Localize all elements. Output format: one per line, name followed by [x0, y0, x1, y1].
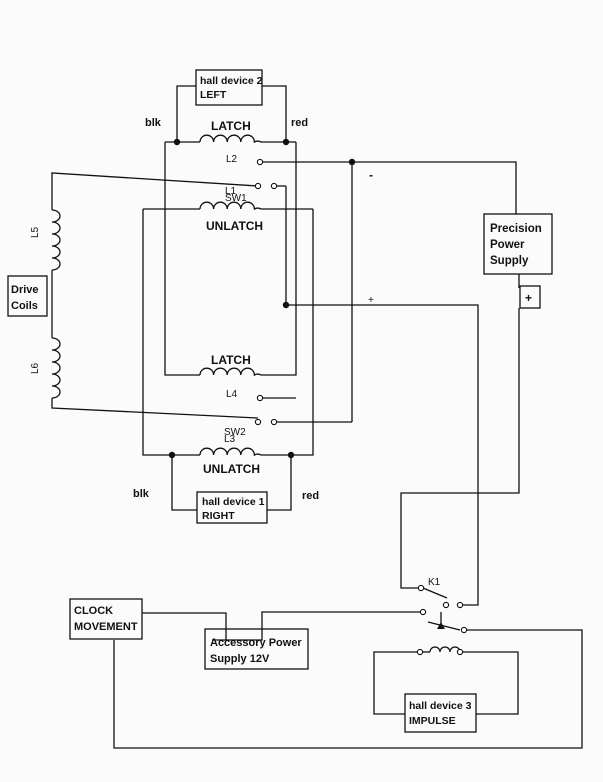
hall3-right-wire — [460, 651, 519, 715]
sw1-label: SW1 — [225, 193, 247, 204]
clock-feed-wire — [142, 612, 227, 640]
contact-l2 — [256, 158, 264, 166]
k1-coil — [429, 646, 461, 653]
hall1-label-1: hall device 1 — [202, 496, 265, 508]
hall-device-2-box — [195, 69, 263, 106]
latch-coil-top — [199, 134, 262, 144]
l3-label: L3 — [224, 434, 236, 445]
hall3-label-2: IMPULSE — [409, 715, 456, 727]
clock-return-wire — [113, 629, 583, 749]
psu-plus-label: + — [525, 291, 532, 305]
blk-bottom-label: blk — [133, 488, 150, 500]
junction-dot — [168, 451, 176, 459]
unlatch-loop-right — [261, 209, 314, 456]
psu-label-1: Precision — [490, 223, 542, 235]
unlatch-coil-bottom — [199, 447, 262, 457]
red-bottom-label: red — [302, 490, 319, 502]
clock-movement-box — [69, 598, 143, 640]
junction-dot — [282, 138, 290, 146]
minus-label: - — [369, 168, 373, 182]
psu-label-3: Supply — [490, 255, 529, 267]
contact-k1-coil-left — [416, 648, 424, 656]
contact-k1-right — [456, 601, 464, 609]
blk-top-label: blk — [145, 117, 162, 129]
acc-label-1: Accessory Power — [210, 637, 302, 649]
contact-k1-mid — [419, 608, 427, 616]
precision-power-supply-box — [483, 213, 553, 275]
latch-loop-right — [261, 142, 297, 376]
k1-arrow — [437, 622, 445, 629]
psu-plus-wire — [400, 308, 520, 589]
contact-k1-bottom — [460, 626, 468, 634]
latch-top-label: LATCH — [211, 119, 251, 133]
hall-device-3-box — [404, 693, 477, 733]
contact-k1-com — [442, 601, 450, 609]
unlatch-bottom-label: UNLATCH — [203, 462, 260, 476]
minus-supply-wire — [352, 161, 517, 214]
hall1-blk-wire — [171, 455, 197, 511]
latch-loop-left — [164, 142, 200, 376]
clock-label-1: CLOCK — [74, 605, 113, 617]
psu-label-2: Power — [490, 239, 525, 251]
hall-device-1-box — [196, 491, 268, 524]
l6-coil — [51, 337, 61, 399]
contact-k1-coil-right — [456, 648, 464, 656]
hall1-red-wire — [267, 455, 292, 511]
latch-bottom-label: LATCH — [211, 353, 251, 367]
junction-dot — [173, 138, 181, 146]
drive-coils-label-1: Drive — [11, 284, 39, 296]
junction-dot — [282, 301, 290, 309]
l4-label: L4 — [226, 389, 238, 400]
l5-label: L5 — [30, 226, 41, 238]
clock-label-2: MOVEMENT — [74, 621, 138, 633]
hall3-label-1: hall device 3 — [409, 700, 472, 712]
hall1-label-2: RIGHT — [202, 510, 235, 522]
acc-label-2: Supply 12V — [210, 653, 270, 665]
hall3-left-wire — [373, 651, 420, 715]
l5-coil — [51, 209, 61, 271]
contact-l4 — [256, 394, 264, 402]
unlatch-top-label: UNLATCH — [206, 219, 263, 233]
l1-label: L1 — [225, 186, 237, 197]
contact-l1 — [270, 182, 278, 190]
psu-plus-terminal — [519, 285, 541, 309]
unlatch-coil-top — [199, 201, 262, 211]
contact-k1-top — [417, 584, 425, 592]
hall2-label-2: LEFT — [200, 89, 227, 101]
acc-supply-wire — [212, 611, 423, 641]
l2-label: L2 — [226, 154, 238, 165]
drive-coils-box — [7, 275, 48, 317]
hall2-red-wire — [262, 85, 287, 142]
junction-dot — [348, 158, 356, 166]
sw2-label: SW2 — [224, 427, 246, 438]
red-top-label: red — [291, 117, 308, 129]
junction-dot — [287, 451, 295, 459]
plus-bus-wire — [286, 304, 479, 606]
contact-sw2 — [254, 418, 262, 426]
latch-coil-bottom — [199, 367, 262, 377]
contact-l3 — [270, 418, 278, 426]
sw2-wire — [51, 398, 259, 419]
drive-coils-label-2: Coils — [11, 300, 38, 312]
contact-sw1 — [254, 182, 262, 190]
sw1-wire — [51, 172, 259, 210]
k1-label: K1 — [428, 577, 441, 588]
plus-label: + — [368, 295, 374, 306]
hall2-blk-wire — [176, 85, 196, 142]
l6-label: L6 — [30, 362, 41, 374]
hall2-label-1: hall device 2 — [200, 75, 263, 87]
accessory-power-supply-box — [204, 628, 309, 670]
unlatch-loop-left — [142, 209, 200, 456]
